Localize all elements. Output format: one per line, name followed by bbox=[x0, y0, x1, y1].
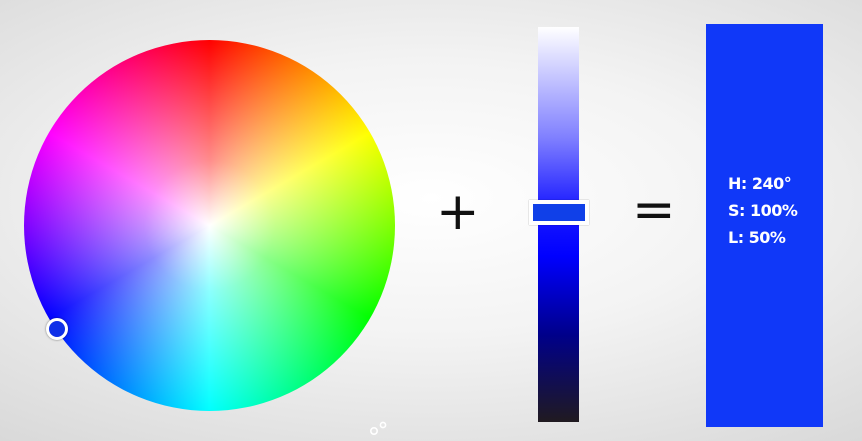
color-wheel-gradient[interactable] bbox=[24, 40, 395, 411]
saturation-value: S: 100% bbox=[728, 201, 798, 220]
wheel-selection-marker[interactable] bbox=[46, 318, 68, 340]
sparkle-icon bbox=[369, 421, 387, 436]
plus-operator: + bbox=[436, 182, 480, 242]
lightness-value: L: 50% bbox=[728, 228, 786, 247]
lightness-slider-handle[interactable] bbox=[529, 200, 589, 225]
hue-value: H: 240° bbox=[728, 174, 792, 193]
equals-operator: = bbox=[632, 180, 676, 240]
result-color-swatch: H: 240° S: 100% L: 50% bbox=[706, 24, 823, 427]
color-values-readout: H: 240° S: 100% L: 50% bbox=[728, 170, 798, 251]
hue-saturation-wheel[interactable] bbox=[24, 40, 395, 411]
